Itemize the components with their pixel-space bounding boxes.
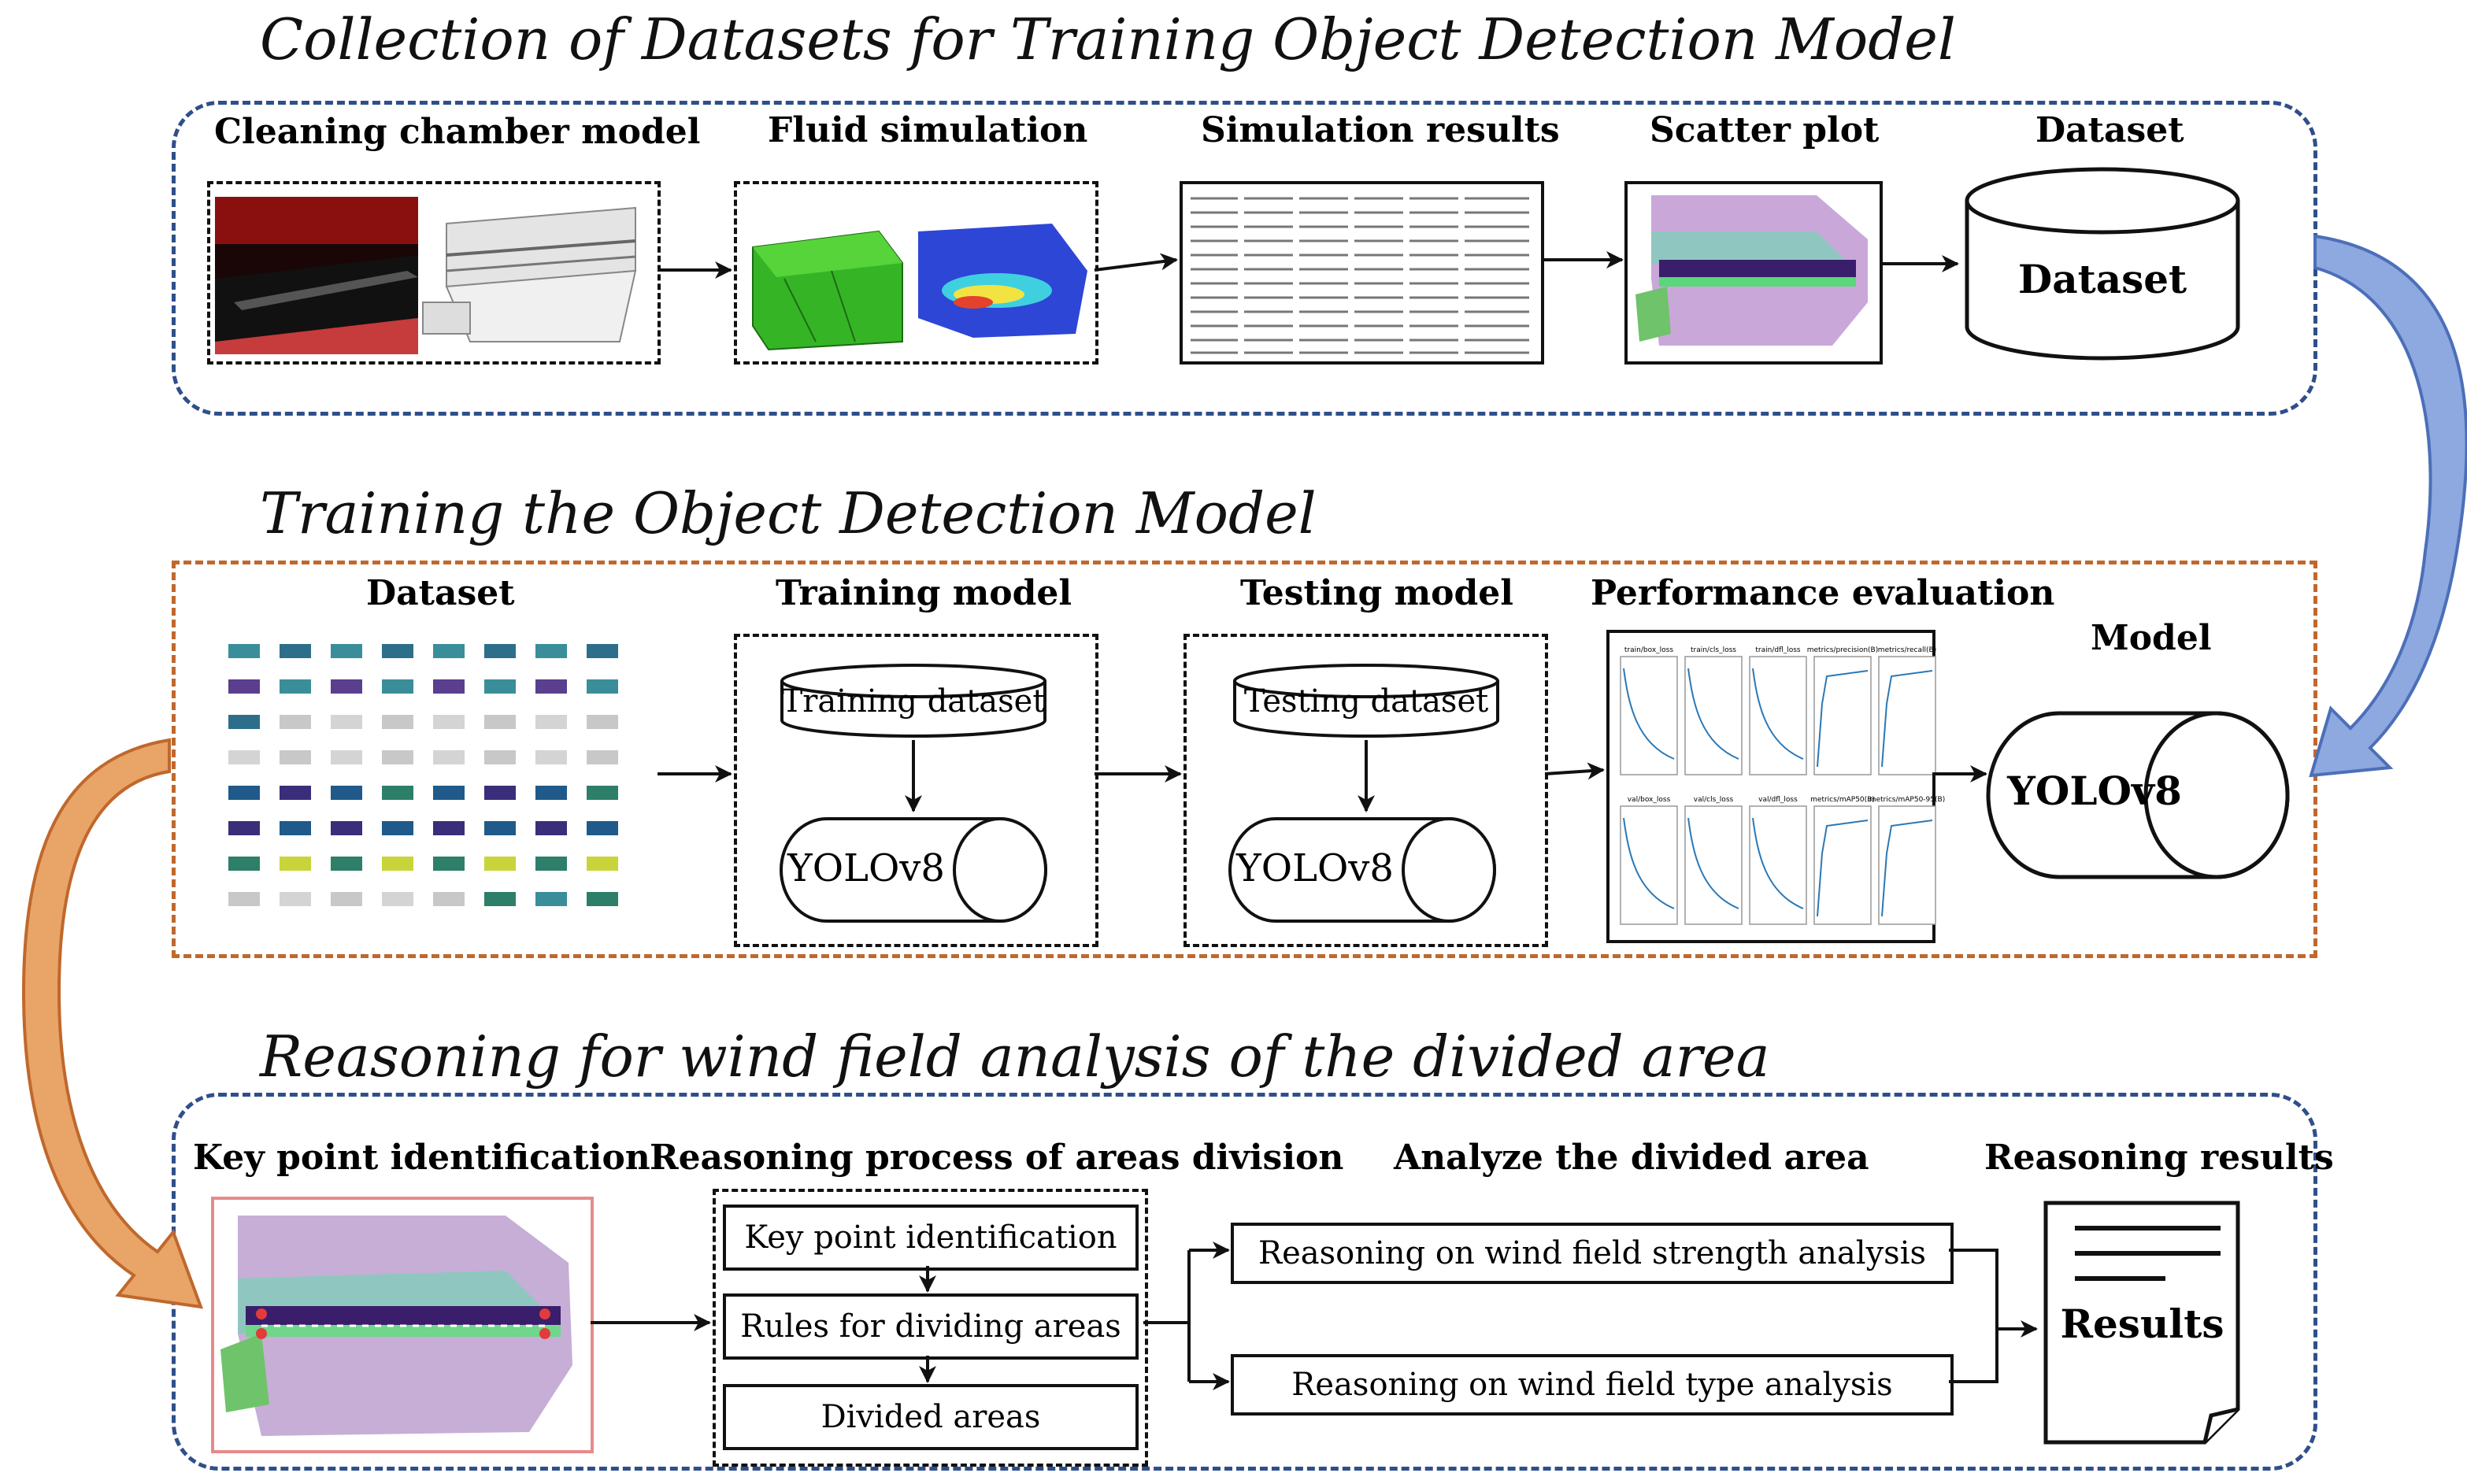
results-document [2043, 1201, 2240, 1445]
testing-model-label: Testing model [1240, 573, 1513, 613]
simulation-results-table [1180, 181, 1544, 365]
metric-title: train/cls_loss [1691, 646, 1736, 654]
metric-curve [1881, 820, 1933, 917]
yolo-train-cylinder [780, 817, 1047, 923]
training-section-title: Training the Object Detection Model [260, 480, 1317, 546]
scatter-plot-label: Scatter plot [1650, 110, 1880, 150]
dataset-label: Dataset [2035, 110, 2184, 150]
metric-plot: val/dfl_loss [1749, 796, 1807, 925]
cleaning-chamber-illustration [215, 197, 637, 354]
metric-title: val/box_loss [1628, 796, 1671, 804]
key-point-illustration [220, 1216, 572, 1436]
metric-curve [1817, 820, 1869, 917]
collection-section-title: Collection of Datasets for Training Obje… [260, 6, 1956, 72]
fluid-simulation-label: Fluid simulation [768, 110, 1088, 150]
performance-evaluation-label: Performance evaluation [1591, 573, 2055, 613]
metric-plot: train/dfl_loss [1749, 646, 1807, 775]
training-dataset-cylinder [780, 664, 1046, 738]
metric-curve [1752, 817, 1804, 909]
dataset-thumbnails [228, 644, 618, 906]
metric-title: train/dfl_loss [1755, 646, 1801, 654]
step-rules-dividing: Rules for dividing areas [723, 1293, 1139, 1360]
metric-plot: train/cls_loss [1684, 646, 1743, 775]
metric-title: metrics/precision(B) [1807, 646, 1879, 654]
reasoning-process-label: Reasoning process of areas division [650, 1138, 1344, 1178]
metric-curve [1817, 670, 1869, 768]
arrow-testing-to-performance [1544, 762, 1605, 780]
dataset-cylinder-text: Dataset [2017, 256, 2187, 302]
metric-plot: metrics/recall(B) [1878, 646, 1936, 775]
metric-title: metrics/mAP50(B) [1810, 796, 1875, 804]
step-divided-areas: Divided areas [723, 1384, 1139, 1450]
arrow-fluid-to-results [1094, 253, 1178, 272]
metric-curve [1752, 668, 1804, 760]
testing-dataset-text: Testing dataset [1243, 683, 1489, 720]
scatter-plot-illustration [1635, 195, 1868, 346]
orange-curved-arrow [21, 738, 204, 1309]
step-key-point: Key point identification [723, 1205, 1139, 1271]
performance-metric-grid: train/box_loss train/cls_loss train/dfl_lo… [1620, 646, 1945, 925]
model-cylinder [1986, 711, 2290, 879]
training-model-label: Training model [776, 573, 1072, 613]
metric-title: val/dfl_loss [1758, 796, 1798, 804]
metric-plot: val/box_loss [1620, 796, 1678, 925]
key-point-image [211, 1197, 594, 1453]
metric-curve [1687, 817, 1739, 909]
cleaning-chamber-label: Cleaning chamber model [214, 112, 701, 152]
training-dataset-text: Training dataset [781, 683, 1046, 720]
metric-plot: metrics/mAP50(B) [1810, 796, 1875, 925]
yolo-test-text: YOLOv8 [1236, 846, 1394, 890]
metric-plot: train/box_loss [1620, 646, 1678, 775]
dataset-thumbnail-grid [220, 636, 661, 935]
fluid-simulation-illustration [752, 224, 1087, 351]
metric-curve [1687, 668, 1739, 760]
reasoning-results-label: Reasoning results [1984, 1138, 2334, 1178]
metric-curve [1623, 668, 1675, 760]
wind-type-box: Reasoning on wind field type analysis [1231, 1354, 1954, 1416]
metric-title: metrics/mAP50-95(B) [1869, 796, 1945, 804]
training-dataset-label: Dataset [366, 573, 515, 613]
analyze-label: Analyze the divided area [1394, 1138, 1869, 1178]
key-point-label: Key point identification [193, 1138, 650, 1178]
performance-evaluation-plots: train/box_loss train/cls_loss train/dfl_lo… [1606, 630, 1945, 943]
results-document-text: Results [2060, 1301, 2224, 1347]
metric-title: train/box_loss [1624, 646, 1673, 654]
blue-curved-arrow [2309, 234, 2467, 778]
yolo-test-cylinder [1228, 817, 1496, 923]
scatter-plot-image [1624, 181, 1883, 365]
model-cylinder-text: YOLOv8 [2007, 768, 2182, 814]
model-label: Model [2091, 618, 2212, 658]
yolo-train-text: YOLOv8 [787, 846, 945, 890]
metric-plot: metrics/precision(B) [1807, 646, 1879, 775]
testing-dataset-cylinder [1233, 664, 1499, 738]
metric-curve [1623, 817, 1675, 909]
wind-strength-box: Reasoning on wind field strength analysi… [1231, 1223, 1954, 1284]
metric-title: val/cls_loss [1694, 796, 1734, 804]
dataset-cylinder [1965, 167, 2240, 361]
reasoning-section-title: Reasoning for wind field analysis of the… [260, 1023, 1770, 1090]
metric-plot: metrics/mAP50-95(B) [1869, 796, 1945, 925]
simulation-results-text [1191, 188, 1529, 357]
metric-title: metrics/recall(B) [1878, 646, 1936, 654]
simulation-results-label: Simulation results [1201, 110, 1560, 150]
fluid-simulation-image [734, 181, 1098, 365]
cleaning-chamber-image [207, 181, 661, 365]
metric-curve [1881, 670, 1933, 768]
metric-plot: val/cls_loss [1684, 796, 1743, 925]
